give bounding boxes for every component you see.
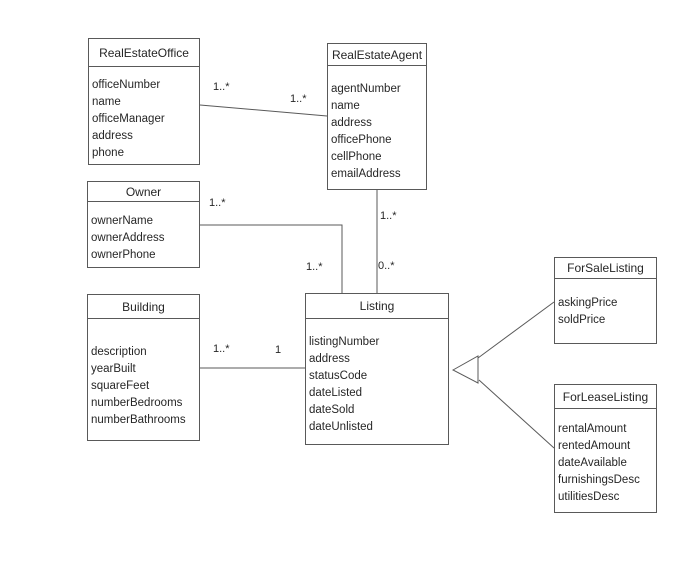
class-attributes: officeNumber name officeManager address … [89,67,199,162]
attribute: phone [92,147,124,159]
attribute: emailAddress [331,168,401,180]
class-attributes: agentNumber name address officePhone cel… [328,66,426,183]
class-name: RealEstateOffice [89,39,199,67]
multiplicity-building-end: 1..* [213,343,230,355]
attribute: rentalAmount [558,423,627,435]
association-office-agent-line [199,104,328,117]
attribute: officeNumber [92,79,161,91]
class-real-estate-agent: RealEstateAgent agentNumber name address… [327,43,427,190]
attribute: name [92,96,121,108]
class-attributes: listingNumber address statusCode dateLis… [306,319,448,436]
class-name: Listing [306,294,448,319]
attribute: officeManager [92,113,165,125]
attribute: dateSold [309,404,355,416]
multiplicity-agent-listing-top: 1..* [380,210,397,222]
attribute: dateListed [309,387,363,399]
attribute: address [331,117,372,129]
inheritance-triangle-icon [451,355,479,384]
multiplicity-owner-end: 1..* [209,197,226,209]
class-listing: Listing listingNumber address statusCode… [305,293,449,445]
attribute: name [331,100,360,112]
attribute: yearBuilt [91,363,136,375]
multiplicity-office-end: 1..* [213,81,230,93]
attribute: address [92,130,133,142]
class-name: ForLeaseListing [555,385,656,409]
class-name: ForSaleListing [555,258,656,279]
attribute: description [91,346,147,358]
generalization-forlease-line [478,379,555,449]
class-for-sale-listing: ForSaleListing askingPrice soldPrice [554,257,657,344]
class-real-estate-office: RealEstateOffice officeNumber name offic… [88,38,200,165]
class-attributes: askingPrice soldPrice [555,279,656,329]
attribute: askingPrice [558,297,618,309]
class-building: Building description yearBuilt squareFee… [87,294,200,441]
multiplicity-owner-listing-end: 1..* [306,261,323,273]
attribute: cellPhone [331,151,382,163]
class-name: Owner [88,182,199,202]
attribute: numberBedrooms [91,397,183,409]
attribute: agentNumber [331,83,401,95]
class-attributes: rentalAmount rentedAmount dateAvailable … [555,409,656,506]
class-attributes: description yearBuilt squareFeet numberB… [88,319,199,429]
class-name: RealEstateAgent [328,44,426,66]
association-owner-listing-line [200,224,343,293]
attribute: dateUnlisted [309,421,373,433]
multiplicity-agent-end: 1..* [290,93,307,105]
class-owner: Owner ownerName ownerAddress ownerPhone [87,181,200,268]
attribute: listingNumber [309,336,380,348]
attribute: soldPrice [558,314,606,326]
attribute: rentedAmount [558,440,631,452]
multiplicity-building-listing-end: 1 [275,344,282,356]
attribute: numberBathrooms [91,414,186,426]
class-name: Building [88,295,199,319]
attribute: address [309,353,350,365]
attribute: statusCode [309,370,368,382]
attribute: ownerPhone [91,249,156,261]
class-for-lease-listing: ForLeaseListing rentalAmount rentedAmoun… [554,384,657,513]
attribute: officePhone [331,134,392,146]
attribute: squareFeet [91,380,150,392]
attribute: ownerAddress [91,232,165,244]
generalization-forsale-line [477,301,555,359]
attribute: ownerName [91,215,153,227]
attribute: furnishingsDesc [558,474,640,486]
attribute: dateAvailable [558,457,627,469]
class-attributes: ownerName ownerAddress ownerPhone [88,202,199,264]
attribute: utilitiesDesc [558,491,620,503]
multiplicity-agent-listing-bottom: 0..* [378,260,395,272]
